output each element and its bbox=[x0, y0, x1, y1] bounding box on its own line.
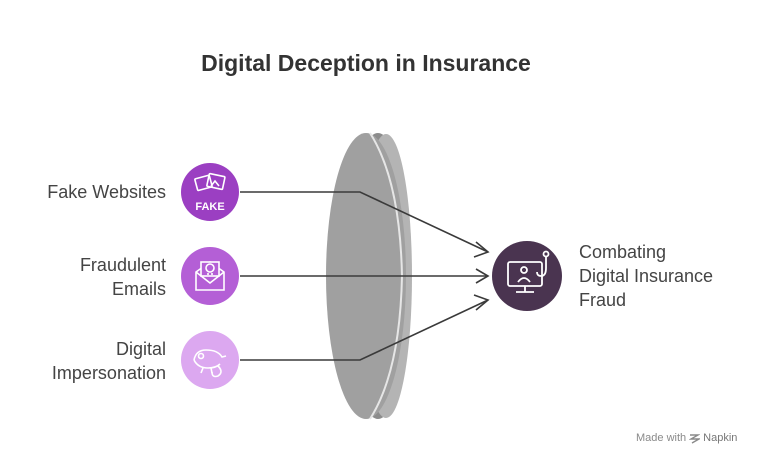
page-title: Digital Deception in Insurance bbox=[201, 50, 531, 76]
arrowhead-bottom bbox=[473, 294, 490, 311]
footer-prefix: Made with bbox=[636, 432, 687, 444]
label-fraudulent-emails: Fraudulent Emails bbox=[79, 255, 166, 299]
connector-lines bbox=[240, 191, 490, 361]
footer-credit[interactable]: Made with Napkin bbox=[636, 432, 737, 444]
fraudulent-email-icon bbox=[181, 247, 239, 305]
fake-website-icon: FAKE bbox=[181, 163, 239, 221]
label-fake-websites: Fake Websites bbox=[47, 182, 166, 202]
label-digital-impersonation: Digital Impersonation bbox=[51, 339, 166, 383]
label-combating-fraud: Combating Digital Insurance Fraud bbox=[579, 242, 714, 310]
arrowhead-top bbox=[473, 241, 490, 258]
connector-fake-websites bbox=[240, 191, 489, 253]
connector-digital-impersonation bbox=[240, 299, 489, 361]
monitor-phishing-icon bbox=[492, 241, 562, 311]
footer-brand: Napkin bbox=[703, 432, 738, 444]
fake-badge-text: FAKE bbox=[195, 201, 224, 213]
arrowhead-mid bbox=[475, 268, 490, 284]
chameleon-icon bbox=[181, 331, 239, 389]
napkin-logo-icon bbox=[689, 433, 701, 444]
